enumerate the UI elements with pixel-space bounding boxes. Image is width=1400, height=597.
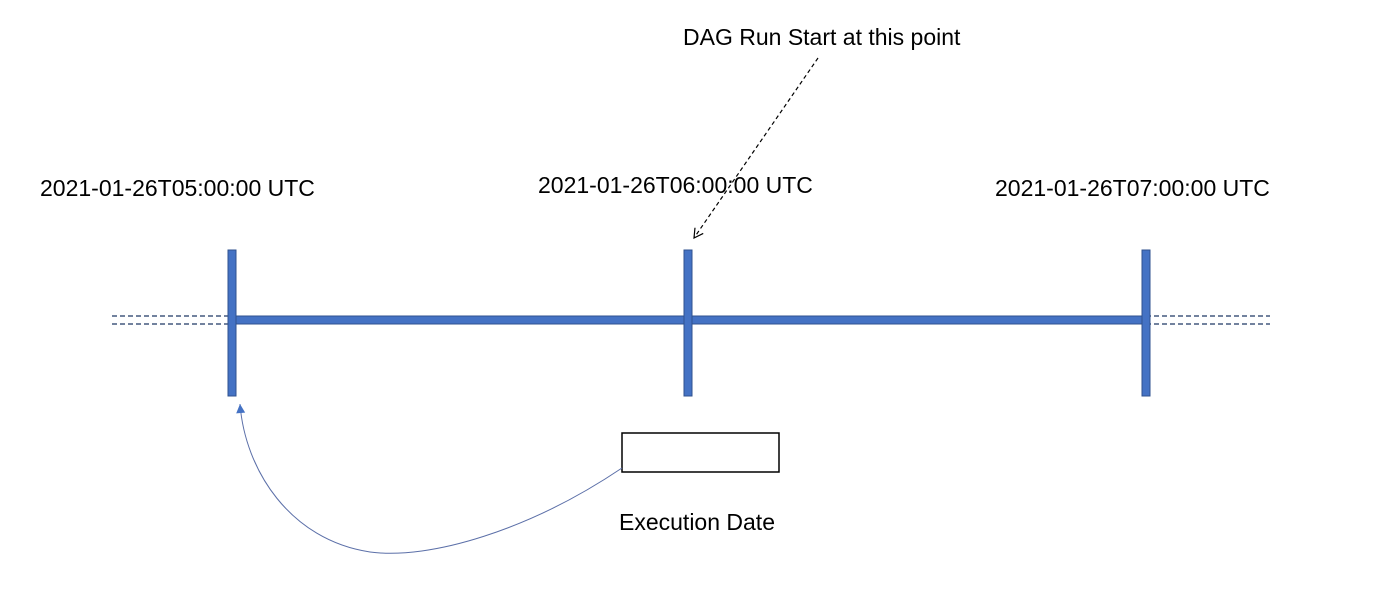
timestamp-label-1: 2021-01-26T05:00:00 UTC [40,175,315,201]
tick-marker-2 [683,249,693,397]
execution-date-arrow [236,403,623,554]
run-start-arrow [693,57,819,240]
dashed-extension-left [112,315,232,325]
execution-date-label: Execution Date [619,509,775,535]
timestamp-label-3: 2021-01-26T07:00:00 UTC [995,175,1270,201]
dashed-extension-right [1146,315,1270,325]
timestamp-label-2: 2021-01-26T06:00:00 UTC [538,172,813,198]
run-start-annotation: DAG Run Start at this point [683,24,961,50]
execution-date-box [621,432,780,473]
tick-marker-3 [1141,249,1151,397]
tick-marker-1 [227,249,237,397]
